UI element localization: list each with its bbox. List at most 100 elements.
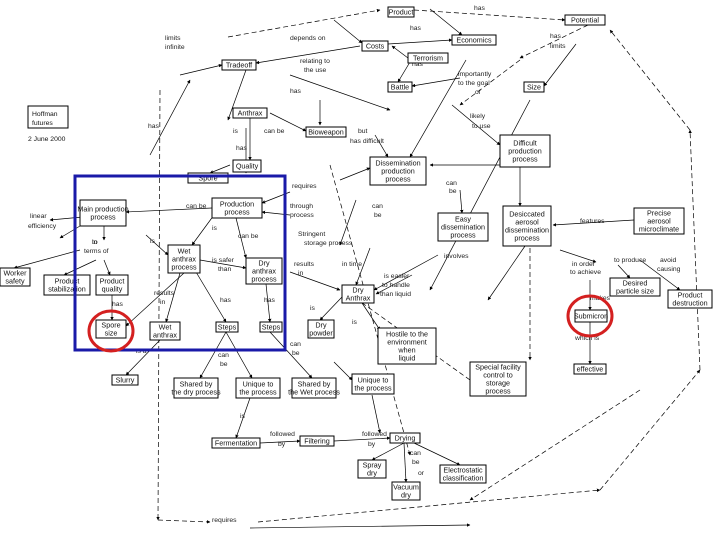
node-label-steps_b: Steps [262, 323, 281, 332]
edges-layer [13, 8, 701, 529]
edge-label-8: the use [304, 67, 327, 74]
edge-label-42: in [298, 270, 304, 277]
node-box-tradeoff [221, 59, 257, 71]
node-box-costs [361, 40, 389, 52]
edge-label-14: has [412, 61, 424, 68]
edge-label-56: is [212, 225, 218, 232]
edge-79 [329, 164, 411, 456]
node-label-anthrax: Anthrax [238, 109, 263, 118]
edge-label-52: in [92, 239, 98, 246]
node-box-potential [564, 14, 606, 26]
node-label-steps_a: Steps [218, 323, 237, 332]
edge-29 [559, 249, 597, 263]
node-box-easy [437, 212, 489, 242]
edge-53 [145, 234, 169, 256]
edge-label-58: than [218, 266, 231, 273]
edge-label-54: is [150, 238, 156, 245]
node-box-bioweapon [305, 126, 347, 138]
edge-label-65: can [218, 352, 229, 359]
edge-3 [333, 19, 363, 44]
edge-67 [259, 439, 301, 444]
edge-label-47: is [310, 305, 316, 312]
node-economics: Economics [451, 34, 497, 46]
edge-label-67: can [290, 341, 301, 348]
node-box-terrorism [407, 52, 449, 64]
edge-56 [199, 259, 247, 270]
node-label-economics: Economics [456, 36, 492, 45]
node-steps_a: Steps [215, 321, 239, 333]
edge-label-18: can be [264, 128, 285, 135]
edge-28 [552, 219, 635, 227]
edge-10 [519, 24, 589, 59]
edge-78 [609, 29, 691, 131]
edge-label-55: can be [238, 233, 259, 240]
node-box-submicron [574, 309, 608, 323]
edge-label-60: in [160, 299, 166, 306]
edge-label-44: to handle [382, 282, 410, 289]
edge-label-73: by [368, 441, 376, 448]
node-box-spore [187, 172, 229, 184]
header-sub: futures [32, 120, 53, 127]
edge-label-6: depends on [290, 35, 326, 42]
edge-49 [63, 259, 97, 276]
node-box-filtering [299, 435, 335, 447]
edge-69 [371, 394, 382, 434]
edge-label-9: has [290, 88, 302, 95]
node-box-production_process [211, 197, 263, 219]
edge-label-10: has [148, 123, 160, 130]
edge-70 [371, 442, 405, 461]
edge-label-63: has [112, 301, 124, 308]
node-box-worker [0, 267, 31, 287]
node-box-quality [232, 159, 262, 173]
edge-60 [125, 272, 185, 327]
node-product_name: Product [387, 6, 415, 18]
nodes-layer: ProductPotentialTradeoffCostsEconomicsTe… [0, 6, 713, 501]
edge-label-59: results [154, 290, 175, 297]
edge-label-71: by [278, 441, 286, 448]
edge-68 [333, 436, 391, 442]
node-box-difficult [499, 134, 551, 168]
edge-label-24: requires [292, 183, 317, 190]
node-label-spore: Spore [198, 174, 217, 183]
highlights-layer [73, 174, 614, 353]
edge-label-30: to produce [614, 257, 646, 264]
edge-51 [13, 249, 81, 269]
node-box-slurry [111, 374, 139, 386]
edge-55 [191, 214, 215, 246]
edge-label-74: can [410, 450, 421, 457]
edge-57 [165, 272, 181, 323]
node-battle: Battle [387, 81, 413, 93]
node-label-potential: Potential [571, 16, 599, 25]
edge-81 [469, 389, 641, 501]
node-submicron: Submicron [574, 309, 608, 323]
edge-label-66: be [220, 361, 228, 368]
edge-58 [195, 271, 227, 323]
edge-7 [397, 61, 411, 83]
node-label-costs: Costs [366, 42, 385, 51]
edge-4 [255, 45, 361, 65]
edge-label-37: involves [444, 253, 469, 260]
edge-1 [413, 9, 566, 22]
edge-label-43: is easier [384, 273, 410, 280]
node-potential: Potential [564, 14, 606, 26]
edge-label-40: in time [342, 261, 362, 268]
header-name: Hoffman [32, 111, 58, 118]
